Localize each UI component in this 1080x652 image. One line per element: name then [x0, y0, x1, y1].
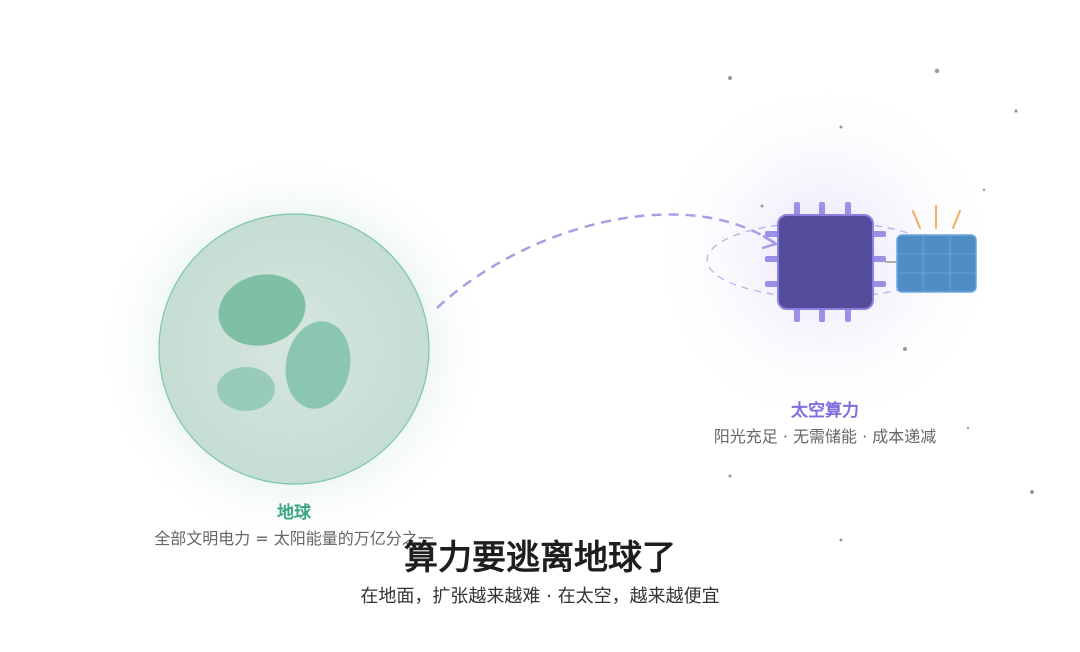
- sun-rays-icon: [912, 205, 961, 229]
- earth-subtitle: 全部文明电力 = 太阳能量的万亿分之一: [154, 529, 434, 548]
- headline-title: 算力要逃离地球了: [404, 538, 676, 578]
- solar-panel-icon: [896, 234, 977, 293]
- trajectory-arrow: [436, 213, 776, 309]
- stars: [728, 68, 1034, 542]
- space-compute-subtitle: 阳光充足 · 无需储能 · 成本递减: [713, 427, 937, 446]
- earth-label: 地球: [277, 503, 311, 523]
- arrow-head-icon: [761, 234, 780, 250]
- chip-icon: [765, 202, 886, 322]
- earth-icon: [158, 213, 430, 485]
- headline-subtitle: 在地面，扩张越来越难 · 在太空，越来越便宜: [360, 586, 720, 607]
- space-compute-label: 太空算力: [791, 401, 859, 421]
